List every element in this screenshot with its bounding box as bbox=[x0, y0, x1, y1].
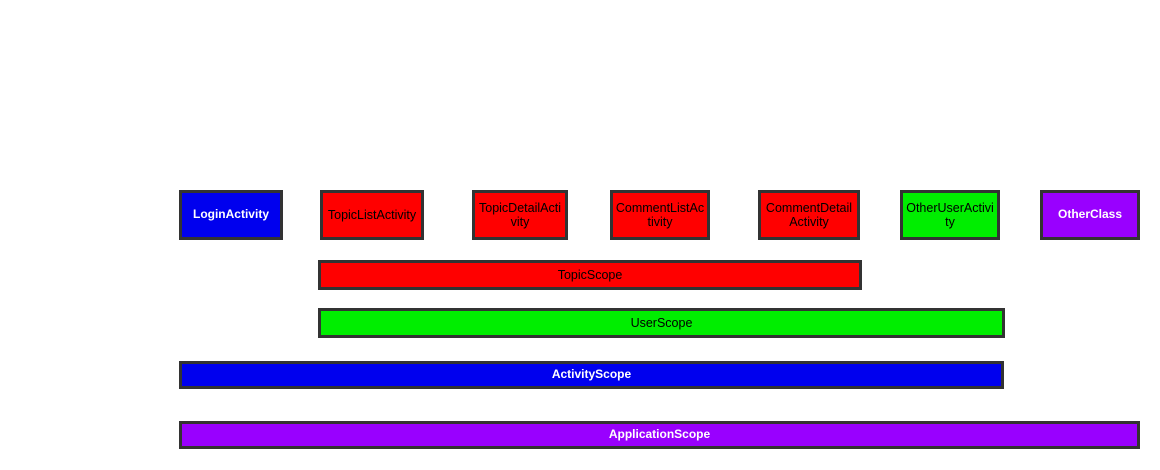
class-node-label: OtherClass bbox=[1057, 207, 1123, 222]
class-node-login-activity[interactable]: LoginActivity bbox=[179, 190, 283, 240]
class-node-label: TopicDetailActivity bbox=[479, 200, 561, 229]
scope-bar-user-scope[interactable]: UserScope bbox=[318, 308, 1005, 338]
class-node-topic-list-activity[interactable]: TopicListActivity bbox=[320, 190, 424, 240]
scope-bar-topic-scope[interactable]: TopicScope bbox=[318, 260, 862, 290]
class-node-comment-detail-activity[interactable]: CommentDetailActivity bbox=[758, 190, 860, 240]
scope-bar-label: TopicScope bbox=[557, 267, 623, 282]
class-node-other-class[interactable]: OtherClass bbox=[1040, 190, 1140, 240]
class-node-comment-list-activity[interactable]: CommentListActivity bbox=[610, 190, 710, 240]
class-node-label: CommentListActivity bbox=[615, 200, 705, 229]
scope-bar-activity-scope[interactable]: ActivityScope bbox=[179, 361, 1004, 389]
class-node-label: TopicListActivity bbox=[327, 207, 417, 222]
class-node-label: LoginActivity bbox=[192, 207, 269, 222]
class-node-label: OtherUserActivity bbox=[906, 200, 994, 229]
class-node-label: CommentDetailActivity bbox=[765, 200, 853, 229]
class-node-topic-detail-activity[interactable]: TopicDetailActivity bbox=[472, 190, 568, 240]
scope-bar-label: ActivityScope bbox=[551, 367, 632, 382]
class-node-other-user-activity[interactable]: OtherUserActivity bbox=[900, 190, 1000, 240]
scope-bar-application-scope[interactable]: ApplicationScope bbox=[179, 421, 1140, 449]
scope-bar-label: ApplicationScope bbox=[608, 427, 711, 442]
scope-bar-label: UserScope bbox=[630, 315, 693, 330]
